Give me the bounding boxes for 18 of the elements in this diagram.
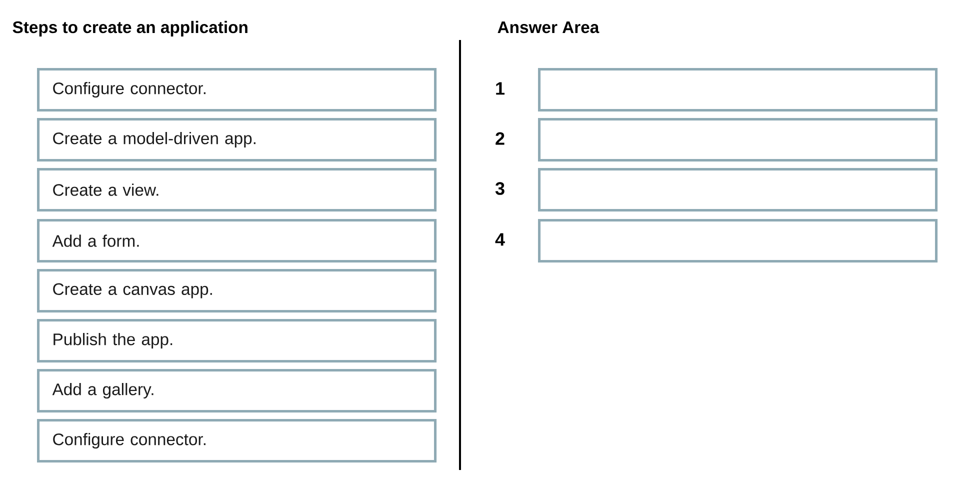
answer-box [538, 168, 938, 212]
step-number: 3 [495, 182, 504, 195]
answer-box [538, 118, 938, 162]
step-box: Configure connector. [37, 68, 437, 112]
step-box: Publish the app. [37, 319, 437, 363]
step-box: Create a view. [37, 168, 437, 212]
answer-box [538, 218, 938, 263]
step-number: 4 [495, 233, 505, 246]
step-box: Add a gallery. [37, 368, 437, 413]
step-box: Configure connector. [37, 418, 437, 463]
heading: Steps to create an application [12, 20, 248, 36]
step-box: Create a canvas app. [37, 269, 437, 313]
step-number: 2 [496, 132, 504, 145]
answer-box [538, 68, 938, 112]
step-box: Add a form. [37, 218, 437, 263]
heading: Answer Area [498, 22, 600, 34]
step-box: Create a model-driven app. [37, 118, 437, 162]
step-number: 1 [496, 82, 505, 95]
